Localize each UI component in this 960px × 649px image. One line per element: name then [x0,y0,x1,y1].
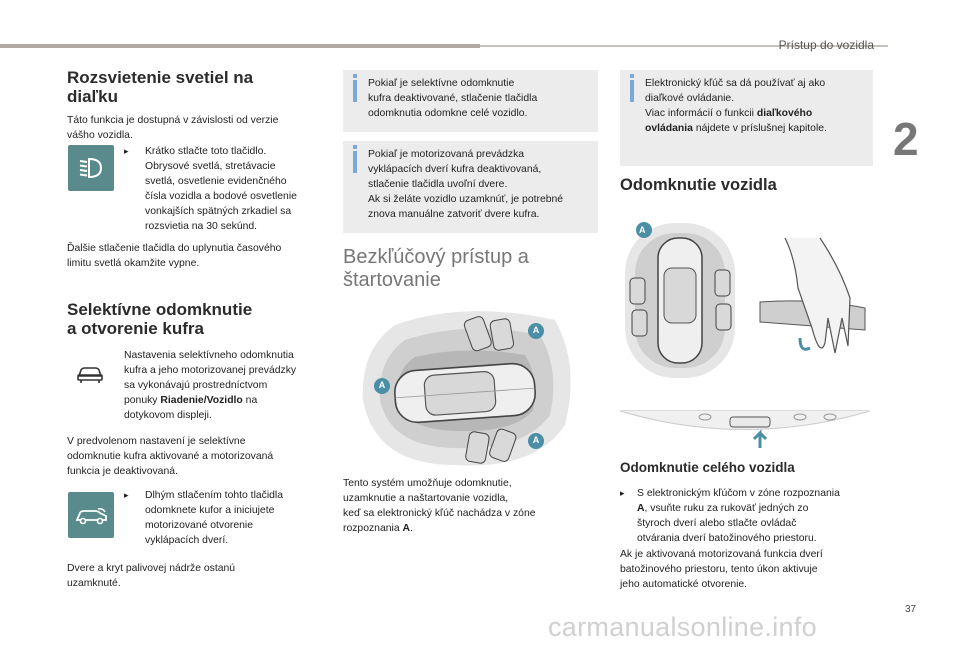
second-press-text: Ďalšie stlačenie tlačidla do uplynutia č… [67,243,282,269]
bullet-unlock-all: ▸ S elektronickým kľúčom v zóne rozpozna… [620,488,840,544]
chapter-number: 2 [893,113,919,165]
info-icon [353,145,357,149]
car-settings-icon [76,362,104,389]
bullet-long-press: ▸ Dlhým stlačením tohto tlačidla odomkne… [124,490,284,546]
header-rule [0,44,480,48]
info-icon [630,74,634,78]
bullet-short-press: ▸ Krátko stlačte toto tlačidlo. Obrysové… [124,146,297,232]
watermark: carmanualsonline.info [548,612,817,642]
info-box-selective: Pokiaľ je selektívne odomknutie kufra de… [343,70,598,132]
doors-locked-text: Dvere a kryt palivovej nádrže ostanú uza… [67,563,236,589]
zone-marker-a: A [639,225,646,235]
keyless-zone-illustration [355,305,580,475]
default-settings-text: V predvolenom nastavení je selektívne od… [67,436,274,477]
bullet-marker-icon: ▸ [124,490,129,500]
trunk-button-icon [68,492,114,538]
intro-text: Táto funkcia je dostupná v závislosti od… [67,115,279,141]
info-icon [353,74,357,78]
unlock-illustration [619,218,875,454]
section-header: Prístup do vozidla [778,38,874,52]
headlight-button-icon [68,145,114,191]
bullet-marker-icon: ▸ [620,488,625,498]
page-number: 37 [905,604,917,615]
subtitle-unlock-all: Odomknutie celého vozidla [620,460,795,475]
zone-marker-a: A [532,435,540,445]
settings-text: Nastavenia selektívneho odomknutia kufra… [124,350,297,421]
bullet-marker-icon: ▸ [124,146,129,156]
motorized-trunk-text: Ak je aktivovaná motorizovaná funkcia dv… [620,549,823,590]
section-title-unlocking: Odomknutie vozidla [620,176,777,194]
zone-marker-a: A [378,380,386,390]
header-rule-thin [480,45,888,47]
info-box-motorized: Pokiaľ je motorizovaná prevádzka vyklápa… [343,141,598,233]
zone-marker-a: A [532,325,540,335]
keyless-description: Tento systém umožňuje odomknutie, uzamkn… [343,478,536,534]
info-box-remote: Elektronický kľúč sa dá používať aj ako … [620,70,873,166]
